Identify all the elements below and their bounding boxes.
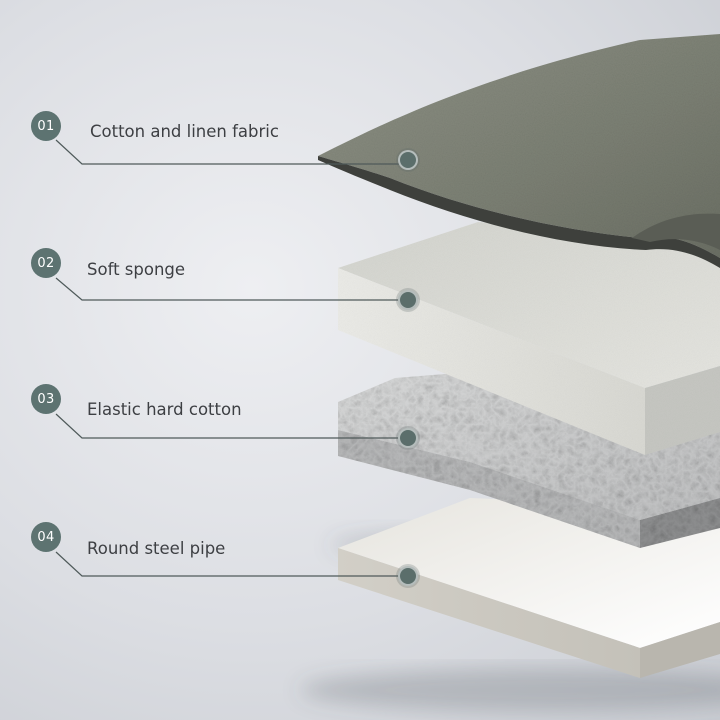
badge-04: 04: [31, 522, 61, 552]
badge-02: 02: [31, 248, 61, 278]
label-elastic-hard-cotton: Elastic hard cotton: [87, 400, 242, 419]
marker-dot-03: [398, 428, 418, 448]
marker-dot-01: [398, 150, 418, 170]
marker-dot-02: [398, 290, 418, 310]
badge-01: 01: [31, 111, 61, 141]
soft-sponge-layer: [338, 222, 720, 455]
label-cotton-linen-fabric: Cotton and linen fabric: [90, 122, 279, 141]
marker-dot-04: [398, 566, 418, 586]
label-round-steel-pipe: Round steel pipe: [87, 539, 226, 558]
badge-03: 03: [31, 384, 61, 414]
label-soft-sponge: Soft sponge: [87, 260, 186, 279]
cotton-linen-fabric-layer: [318, 34, 720, 268]
